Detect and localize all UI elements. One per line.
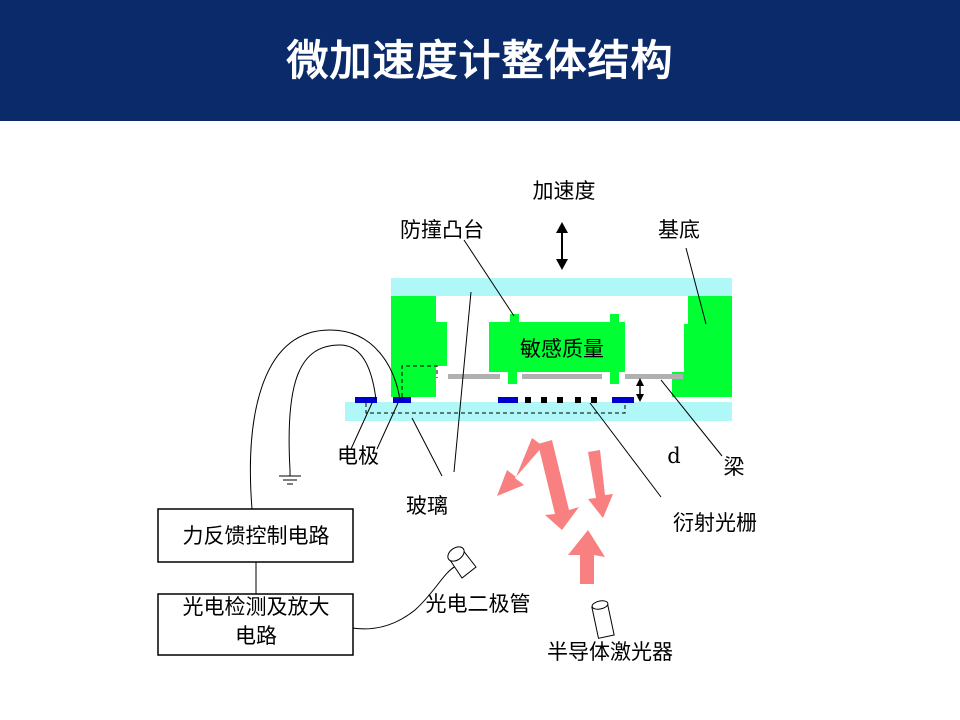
anti-collision-bump-top-right: [610, 314, 619, 324]
diffraction-grating-marks: [525, 397, 597, 403]
dashed-connection-bottom: [365, 403, 626, 414]
label-laser: 半导体激光器: [547, 640, 673, 664]
label-anti-collision-platform: 防撞凸台: [400, 218, 484, 242]
label-photo-circuit-line1: 光电检测及放大: [183, 595, 330, 619]
electrode-center: [498, 397, 518, 403]
reflected-beam-right-arrow: [588, 450, 613, 518]
header-banner: [0, 0, 960, 121]
anti-collision-bump-bottom-left: [508, 370, 517, 384]
anti-collision-bump-bottom-right: [610, 370, 619, 384]
photo-detection-circuit-box: [157, 593, 354, 656]
gap-arrow: [636, 378, 644, 402]
top-cover-plate: [391, 278, 732, 296]
label-photodiode: 光电二极管: [426, 592, 531, 616]
label-glass: 玻璃: [406, 494, 448, 518]
beam-right: [625, 374, 683, 379]
dashed-connection-top: [401, 365, 438, 397]
substrate-left-block: [391, 296, 447, 397]
label-proof-mass: 敏感质量: [520, 337, 604, 361]
label-beam: 梁: [724, 455, 745, 479]
reflected-beam-center-arrow: [538, 440, 579, 530]
beam-left: [448, 374, 500, 379]
electrode-right: [612, 397, 634, 403]
electrode-left-1: [355, 397, 377, 403]
acceleration-arrow: [556, 222, 568, 270]
incident-laser-arrow: [568, 530, 605, 584]
label-photo-circuit-line2: 电路: [235, 624, 277, 648]
label-force-feedback-circuit: 力反馈控制电路: [183, 524, 330, 548]
circuit-wires: [249, 329, 457, 630]
label-acceleration: 加速度: [533, 179, 596, 203]
reflected-beam-left-arrow: [497, 438, 543, 496]
beam-center: [522, 374, 602, 379]
label-diffraction-grating: 衍射光栅: [673, 511, 757, 535]
label-electrode: 电极: [337, 444, 379, 468]
leader-lines: [350, 239, 723, 498]
glass-substrate: [345, 402, 732, 421]
substrate-right-block: [672, 296, 732, 397]
force-feedback-circuit-box: [157, 508, 354, 563]
label-substrate: 基底: [658, 218, 700, 242]
page-title: 微加速度计整体结构: [286, 36, 674, 85]
proof-mass: [489, 322, 625, 372]
electrode-left-2: [393, 397, 411, 403]
anti-collision-bump-top-left: [510, 314, 519, 324]
ground-icon: [279, 475, 301, 485]
photodiode-icon: [447, 546, 477, 579]
light-beams: [497, 438, 613, 584]
label-gap: d: [667, 444, 680, 468]
laser-icon: [591, 600, 615, 639]
